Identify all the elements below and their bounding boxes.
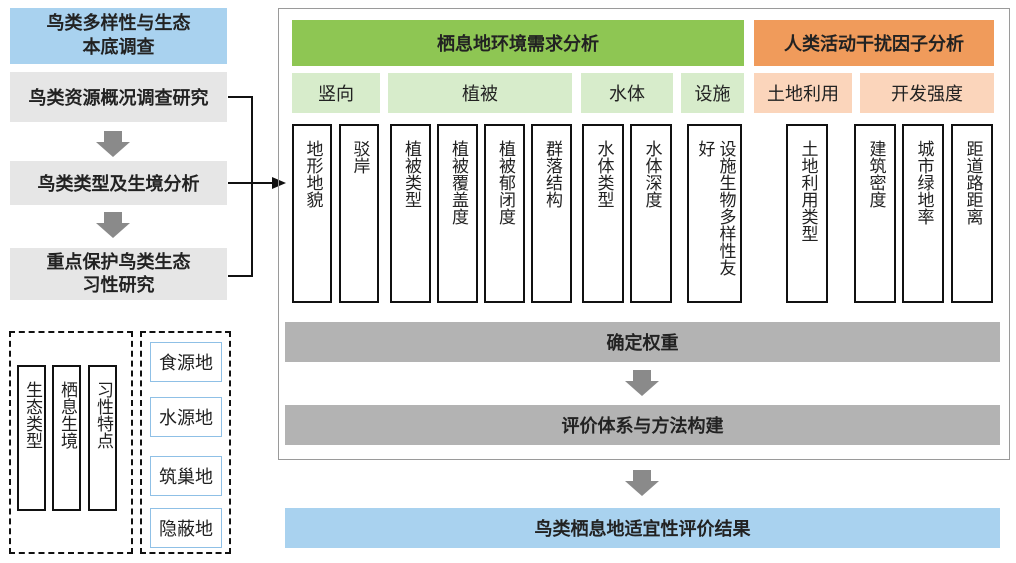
habitat-food: 食源地	[150, 342, 222, 382]
factor-green-ratio: 城市绿地率	[902, 124, 944, 303]
down-arrow-icon	[625, 370, 659, 396]
human-activity-header: 人类活动干扰因子分析	[754, 20, 994, 66]
step-weighting: 确定权重	[285, 322, 1000, 362]
bracket-connector	[228, 96, 286, 277]
attr-habits: 习性特点	[88, 365, 117, 511]
survey-title-box: 鸟类多样性与生态 本底调查	[10, 8, 227, 64]
factor-veg-canopy: 植被郁闭度	[484, 124, 525, 303]
step-type-analysis: 鸟类类型及生境分析	[10, 161, 227, 205]
attr-ecotype: 生态类型	[17, 365, 46, 511]
down-arrow-icon	[96, 131, 130, 157]
category-water: 水体	[581, 73, 673, 113]
down-arrow-icon	[96, 212, 130, 238]
factor-water-type: 水体类型	[582, 124, 624, 303]
factor-land-use-type: 土地利用类型	[786, 124, 828, 303]
habitat-nest: 筑巢地	[150, 456, 222, 496]
habitat-types-group	[140, 331, 231, 554]
factor-veg-type: 植被类型	[390, 124, 431, 303]
habitat-water: 水源地	[150, 397, 222, 437]
attr-habitat: 栖息生境	[52, 365, 81, 511]
category-vertical: 竖向	[292, 73, 380, 113]
category-facility: 设施	[681, 73, 744, 113]
down-arrow-icon	[625, 470, 659, 496]
step-resource-survey: 鸟类资源概况调查研究	[10, 72, 227, 122]
factor-veg-coverage: 植被覆盖度	[437, 124, 478, 303]
category-land-use: 土地利用	[754, 73, 852, 113]
factor-community: 群落结构	[531, 124, 572, 303]
evaluation-result: 鸟类栖息地适宜性评价结果	[285, 508, 1000, 548]
factor-revetment: 驳岸	[339, 124, 379, 303]
category-vegetation: 植被	[388, 73, 572, 113]
habitat-shelter: 隐蔽地	[150, 508, 222, 548]
bird-attributes-group	[9, 331, 133, 554]
factor-facility-friendly: 设施生物多样性友好	[687, 124, 742, 303]
category-intensity: 开发强度	[860, 73, 994, 113]
factor-road-distance: 距道路距离	[951, 124, 993, 303]
factor-terrain: 地形地貌	[292, 124, 332, 303]
habitat-analysis-header: 栖息地环境需求分析	[292, 20, 744, 66]
analysis-frame	[278, 8, 1010, 460]
step-protected-birds: 重点保护鸟类生态 习性研究	[10, 248, 227, 300]
factor-water-depth: 水体深度	[630, 124, 672, 303]
step-evaluation-system: 评价体系与方法构建	[285, 405, 1000, 445]
factor-building-density: 建筑密度	[854, 124, 896, 303]
